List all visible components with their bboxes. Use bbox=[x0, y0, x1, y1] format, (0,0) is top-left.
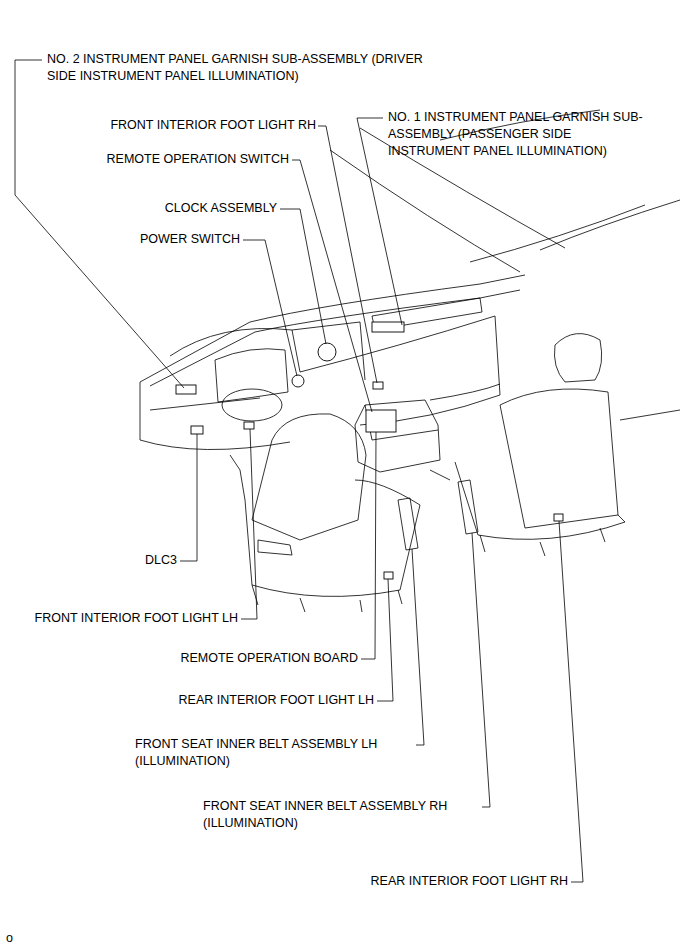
part-label: REAR INTERIOR FOOT LIGHT RH bbox=[371, 873, 568, 890]
part-label: CLOCK ASSEMBLY bbox=[165, 200, 277, 217]
leader-lines bbox=[15, 60, 583, 882]
part-label: REMOTE OPERATION SWITCH bbox=[107, 151, 289, 168]
part-label: REMOTE OPERATION BOARD bbox=[180, 650, 358, 667]
figure-code: o bbox=[6, 930, 13, 947]
part-label: DLC3 bbox=[145, 552, 177, 569]
part-label: FRONT INTERIOR FOOT LIGHT RH bbox=[110, 117, 316, 134]
part-label: NO. 2 INSTRUMENT PANEL GARNISH SUB-ASSEM… bbox=[47, 51, 427, 85]
car-interior bbox=[140, 110, 680, 612]
part-label: FRONT SEAT INNER BELT ASSEMBLY RH (ILLUM… bbox=[203, 798, 478, 832]
part-label: REAR INTERIOR FOOT LIGHT LH bbox=[179, 692, 374, 709]
part-label: FRONT INTERIOR FOOT LIGHT LH bbox=[35, 610, 239, 627]
part-label: FRONT SEAT INNER BELT ASSEMBLY LH (ILLUM… bbox=[135, 736, 410, 770]
part-label: POWER SWITCH bbox=[140, 231, 240, 248]
part-label: NO. 1 INSTRUMENT PANEL GARNISH SUB-ASSEM… bbox=[388, 109, 650, 160]
component-symbols bbox=[176, 322, 563, 579]
